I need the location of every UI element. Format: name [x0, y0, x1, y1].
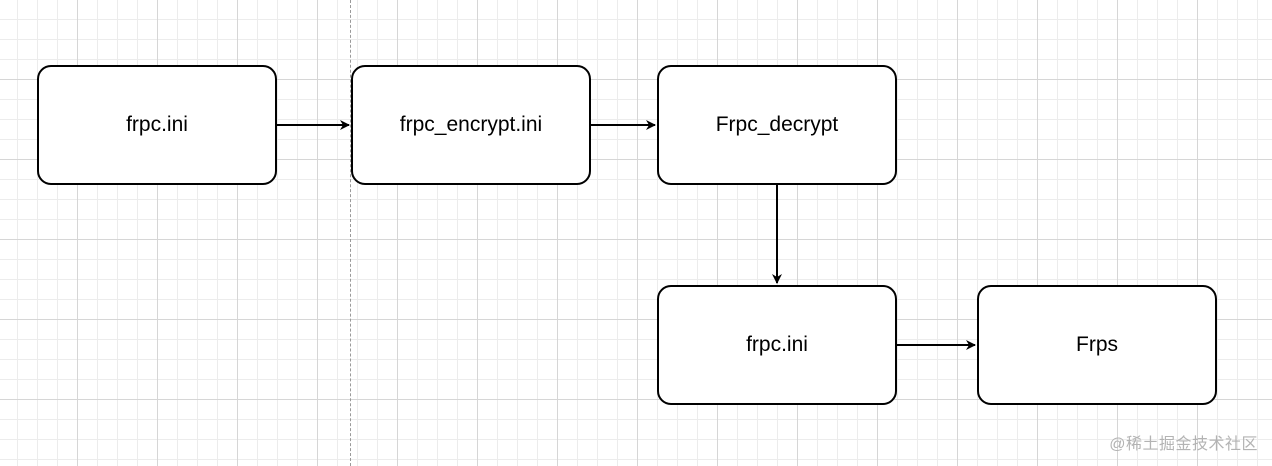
node-frps[interactable]: Frps	[977, 285, 1217, 405]
node-label: Frpc_decrypt	[715, 113, 839, 136]
node-label: Frps	[1076, 333, 1118, 356]
node-frpc-encrypt-ini[interactable]: frpc_encrypt.ini	[351, 65, 591, 185]
node-frpc-decrypt[interactable]: Frpc_decrypt	[657, 65, 897, 185]
node-frpc-ini-output[interactable]: frpc.ini	[657, 285, 897, 405]
dashed-divider-line	[350, 0, 351, 466]
node-label: frpc_encrypt.ini	[399, 113, 543, 136]
watermark: @稀土掘金技术社区	[1109, 436, 1258, 453]
node-frpc-ini-source[interactable]: frpc.ini	[37, 65, 277, 185]
node-label: frpc.ini	[126, 113, 188, 136]
node-label: frpc.ini	[746, 333, 808, 356]
